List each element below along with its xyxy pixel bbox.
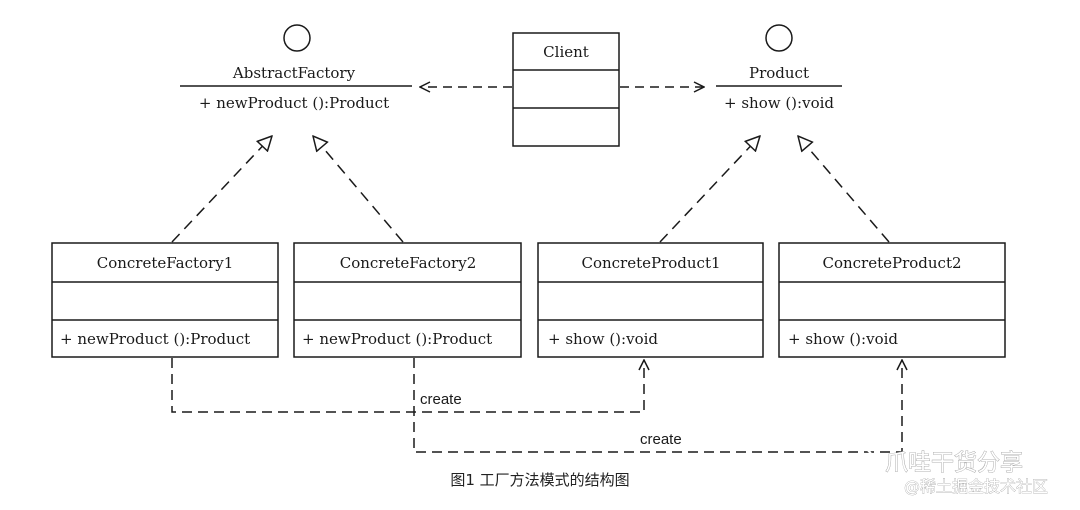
watermark: 爪哇干货分享 @稀土掘金技术社区 <box>842 445 1048 496</box>
abstract-factory-op: + newProduct ():Product <box>199 94 389 112</box>
factory2-realizes-abstract-factory <box>313 136 404 243</box>
product2-realizes-product <box>798 136 890 243</box>
product1-realizes-product <box>659 136 760 243</box>
concrete-factory1-op: + newProduct ():Product <box>60 330 250 348</box>
factory1-realizes-abstract-factory <box>171 136 272 243</box>
abstract-factory-name: AbstractFactory <box>232 64 356 82</box>
concrete-factory2-name: ConcreteFactory2 <box>340 254 477 272</box>
concrete-factory1-name: ConcreteFactory1 <box>97 254 234 272</box>
concrete-product1-box: ConcreteProduct1 + show ():void <box>537 242 764 358</box>
concrete-product2-op: + show ():void <box>788 330 898 348</box>
concrete-product2-box: ConcreteProduct2 + show ():void <box>778 242 1006 358</box>
create-label-2: create <box>640 431 682 448</box>
factory2-creates-product2 <box>413 358 902 453</box>
concrete-factory2-op: + newProduct ():Product <box>302 330 492 348</box>
concrete-factory2-box: ConcreteFactory2 + newProduct ():Product <box>293 242 522 358</box>
client-name: Client <box>543 43 589 61</box>
figure-caption: 图1 工厂方法模式的结构图 <box>450 471 629 489</box>
client-class-box: Client <box>512 32 620 147</box>
concrete-product1-name: ConcreteProduct1 <box>581 254 720 272</box>
wechat-icon <box>842 445 886 479</box>
factory1-creates-product1 <box>171 358 644 413</box>
interface-circle-icon <box>765 24 793 52</box>
product-name: Product <box>749 64 809 82</box>
concrete-product1-op: + show ():void <box>548 330 658 348</box>
abstract-factory-interface: AbstractFactory + newProduct ():Product <box>180 24 412 112</box>
concrete-product2-name: ConcreteProduct2 <box>822 254 961 272</box>
product-op: + show ():void <box>724 94 834 112</box>
concrete-factory1-box: ConcreteFactory1 + newProduct ():Product <box>51 242 279 358</box>
product-interface: Product + show ():void <box>716 24 842 112</box>
watermark-line1: 爪哇干货分享 <box>885 450 1023 476</box>
interface-circle-icon <box>283 24 311 52</box>
watermark-line2: @稀土掘金技术社区 <box>904 477 1048 496</box>
create-label-1: create <box>420 391 462 408</box>
